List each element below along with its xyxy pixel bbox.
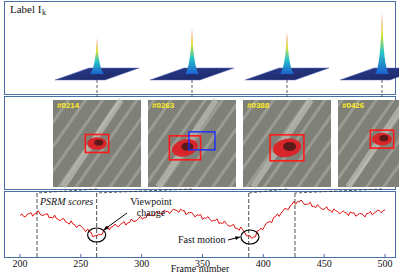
axis-tick	[202, 254, 203, 257]
tick-label: 400	[256, 259, 271, 270]
callout-arrow	[104, 213, 127, 230]
plot-panel	[5, 192, 396, 258]
video-frame	[295, 100, 399, 193]
frame-panel	[5, 97, 396, 190]
video-frames	[37, 100, 399, 193]
leader-line	[382, 80, 383, 97]
gaussian-peak	[375, 12, 389, 74]
annotation: PSRM scores	[40, 197, 93, 208]
arrow-head	[104, 226, 109, 230]
tick-label: 300	[134, 259, 149, 270]
panel-label: k	[42, 9, 46, 17]
callout-arrow	[228, 237, 240, 240]
frame-marker	[96, 193, 97, 257]
leader-line	[287, 80, 288, 97]
response-peaks	[55, 12, 399, 97]
panel-label: Label I	[10, 4, 41, 16]
label-panel	[5, 2, 396, 95]
tick-label: 250	[73, 259, 88, 270]
label-plane	[340, 68, 399, 80]
arrow-head	[235, 236, 240, 240]
annotation: Fast motion	[178, 235, 226, 246]
highlight-circle	[88, 228, 106, 242]
frame-marker	[248, 193, 249, 257]
frame-number: #0388	[247, 102, 269, 110]
axis-tick	[141, 254, 142, 257]
video-frame	[37, 100, 141, 193]
axis-tick	[324, 254, 325, 257]
frame-marker	[37, 193, 38, 257]
video-frame	[97, 100, 236, 193]
leader-line	[192, 80, 193, 97]
annotation: Viewpoint change	[128, 197, 174, 218]
tick-label: 500	[378, 259, 393, 270]
axis-tick	[80, 254, 81, 257]
gaussian-peak	[185, 28, 199, 74]
tick-label: 200	[13, 259, 28, 270]
psrm-plot	[20, 193, 385, 257]
gaussian-peak	[90, 38, 104, 74]
axis-tick	[20, 254, 21, 257]
frame-number: #0426	[342, 102, 364, 110]
axis-tick	[385, 254, 386, 257]
highlight-circle	[241, 230, 259, 244]
frame-number: #0214	[57, 102, 79, 110]
video-frame	[243, 100, 331, 193]
leader-line	[97, 80, 98, 97]
axis-tick	[263, 254, 264, 257]
frame-number: #0263	[152, 102, 174, 110]
axis-title: Frame number	[171, 264, 230, 274]
gaussian-peak	[280, 32, 294, 74]
tick-label: 450	[317, 259, 332, 270]
